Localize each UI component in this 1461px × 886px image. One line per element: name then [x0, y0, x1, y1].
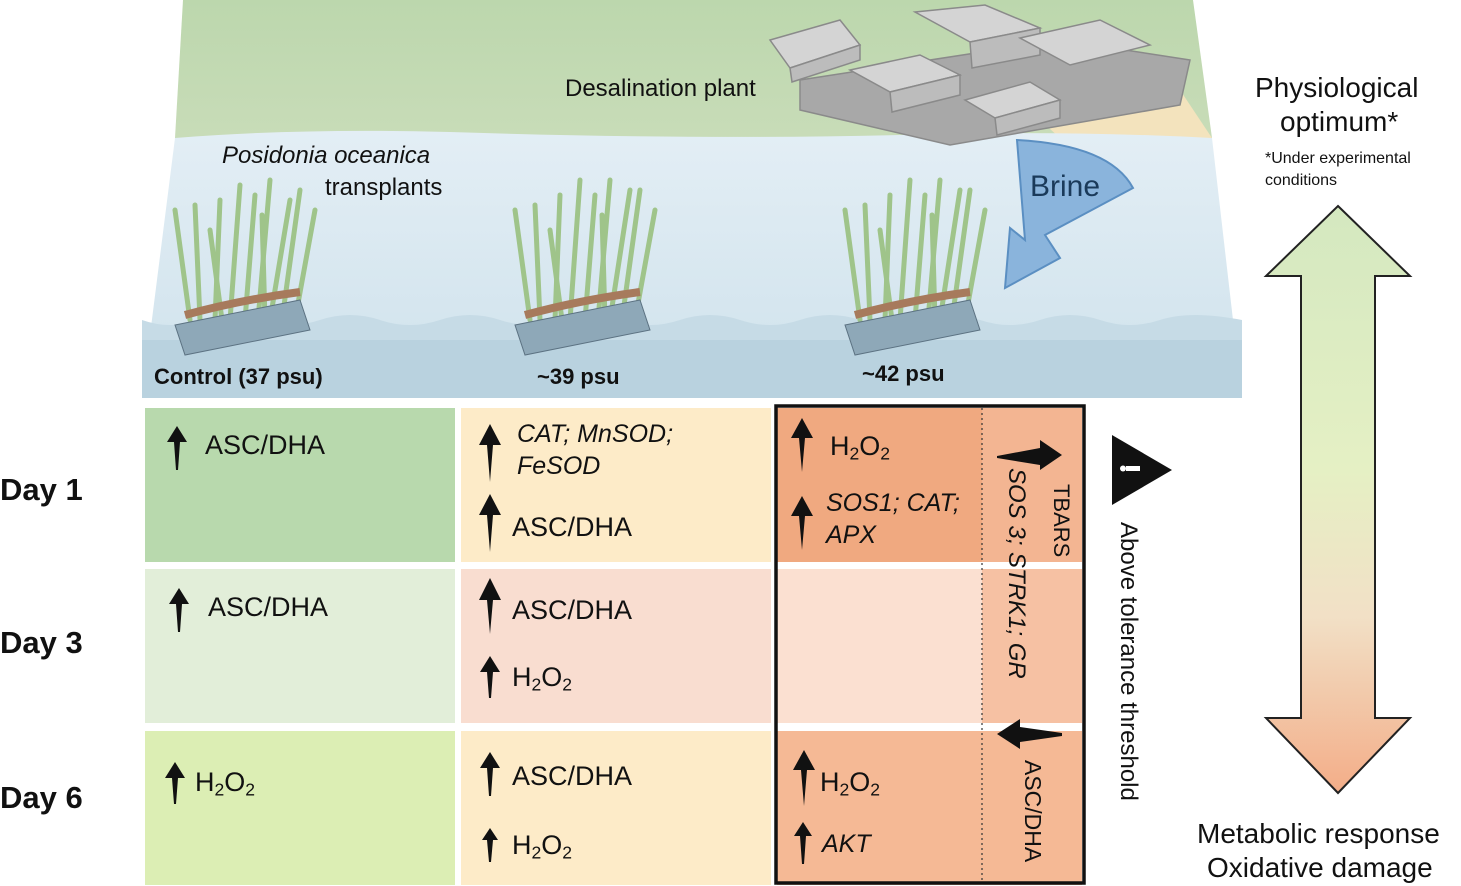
d3-39-text-a: ASC/DHA — [512, 595, 633, 625]
d1-39-text-b: FeSOD — [517, 452, 601, 480]
arrow-d1-control — [167, 426, 187, 470]
threshold-box — [774, 404, 1086, 885]
up-arrows — [165, 418, 1062, 864]
gradient-top-title-2: optimum* — [1280, 106, 1399, 137]
arrow-ascdha — [997, 719, 1062, 749]
d3-39-text-b: H2O2 — [512, 662, 573, 695]
salinity-control: Control (37 psu) — [154, 364, 323, 389]
d1-42-text-a: H2O2 — [830, 431, 891, 464]
seagrass-control — [172, 177, 318, 356]
cell-d1-42-side — [982, 408, 1082, 562]
d3-control-text: ASC/DHA — [208, 592, 329, 622]
brine-label: Brine — [1030, 170, 1101, 203]
plant-buildings — [768, 4, 1191, 146]
d6-39-text-b: H2O2 — [512, 830, 573, 863]
arrow-d3-39-b — [480, 656, 500, 698]
ascdha-vertical-label: ASC/DHA — [1020, 760, 1046, 863]
cell-d6-control — [145, 731, 455, 885]
gradient-note-1: *Under experimental — [1265, 150, 1411, 167]
salinity-39: ~39 psu — [537, 364, 620, 389]
arrow-d3-control — [169, 588, 189, 632]
d6-42-text-b: AKT — [822, 830, 871, 858]
gradient-bottom-2: Oxidative damage — [1207, 852, 1433, 883]
seagrass-39 — [512, 177, 658, 356]
cell-d6-39 — [461, 731, 771, 885]
cell-d1-42 — [777, 408, 982, 562]
cell-d3-39 — [461, 569, 771, 723]
arrow-d6-42-b — [794, 822, 812, 864]
d1-39-text-c: ASC/DHA — [512, 512, 633, 542]
arrow-d6-42-a — [793, 750, 815, 806]
row-label-day1: Day 1 — [0, 472, 83, 507]
arrow-d6-control — [165, 762, 185, 804]
tbars-label: TBARS — [1049, 484, 1074, 558]
gradient-bottom-1: Metabolic response — [1197, 818, 1440, 849]
threshold-label: Above tolerance threshold — [1115, 522, 1142, 801]
arrow-d3-39-a — [479, 578, 501, 634]
gradient-top-title-1: Physiological — [1255, 72, 1419, 103]
seabed — [142, 340, 1242, 398]
salinity-42: ~42 psu — [862, 361, 945, 386]
seagrass-42 — [842, 177, 988, 356]
transplants-label: transplants — [325, 174, 443, 201]
d6-42-text-a: H2O2 — [820, 767, 881, 800]
plant-label: Desalination plant — [565, 75, 756, 102]
genes-label: SOS 3; STRK1; GR — [1003, 468, 1030, 679]
arrow-d6-39-a — [480, 752, 500, 796]
cell-d3-42 — [777, 569, 982, 723]
arrow-d1-42-b — [791, 496, 813, 550]
brine-plume — [1003, 138, 1135, 290]
cell-d6-42 — [777, 731, 982, 885]
cell-d1-control — [145, 408, 455, 562]
d1-42-text-b: SOS1; CAT; — [826, 489, 960, 517]
d6-39-text-a: ASC/DHA — [512, 761, 633, 791]
warning-icon — [1112, 435, 1172, 505]
d1-39-text-a: CAT; MnSOD; — [517, 420, 674, 448]
species-label: Posidonia oceanica — [222, 142, 431, 169]
cell-d6-42-side — [982, 731, 1082, 885]
row-label-day3: Day 3 — [0, 625, 83, 660]
arrow-d1-42-a — [791, 418, 813, 472]
arrow-d6-39-b — [482, 828, 498, 862]
gradient-note-2: conditions — [1265, 172, 1338, 189]
row-label-day6: Day 6 — [0, 780, 83, 815]
cell-d3-42-side — [982, 569, 1082, 723]
d6-control-text: H2O2 — [195, 767, 256, 800]
arrow-d1-39-a — [479, 424, 501, 482]
arrow-tbars — [997, 440, 1062, 470]
gradient-double-arrow — [1263, 204, 1413, 795]
d1-42-text-c: APX — [826, 521, 877, 549]
arrow-d1-39-b — [479, 494, 501, 552]
d1-control-text: ASC/DHA — [205, 430, 326, 460]
cell-d1-39 — [461, 408, 771, 562]
cell-d3-control — [145, 569, 455, 723]
